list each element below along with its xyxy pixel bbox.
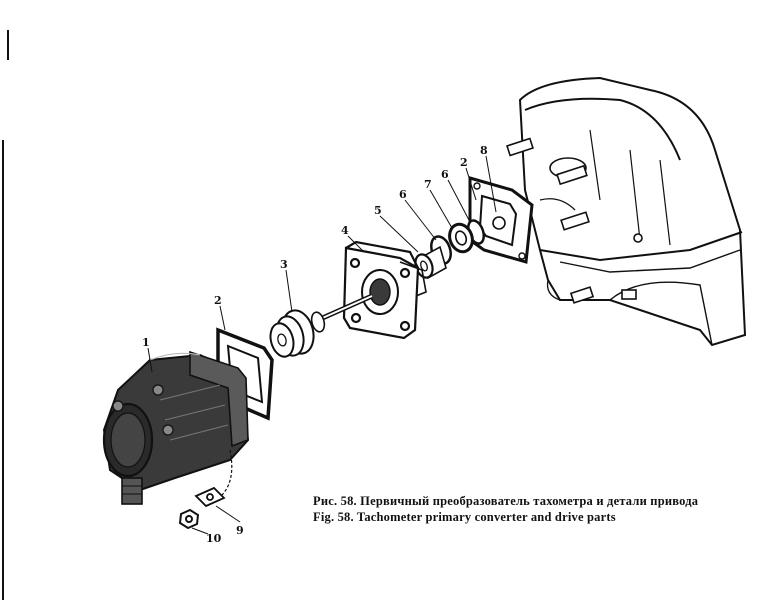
callout-6-left: 6 xyxy=(399,188,407,201)
gearbox-housing xyxy=(518,76,747,347)
gasket-upper xyxy=(468,176,534,264)
figure-caption-english: Fig. 58. Tachometer primary converter an… xyxy=(313,510,616,524)
callout-9: 9 xyxy=(236,524,244,537)
callout-2-lower: 2 xyxy=(214,294,222,307)
callout-6-right: 6 xyxy=(441,168,449,181)
callout-7: 7 xyxy=(424,178,432,191)
hex-nut xyxy=(178,508,209,535)
callout-8: 8 xyxy=(480,144,488,157)
tachometer-converter xyxy=(102,350,250,505)
callout-4: 4 xyxy=(341,224,349,237)
callout-1: 1 xyxy=(142,336,150,349)
figure-caption-russian: Рис. 58. Первичный преобразователь тахом… xyxy=(313,494,699,508)
callout-5: 5 xyxy=(374,204,382,217)
housing-studs xyxy=(506,137,643,304)
callout-numbers: 1 2 3 4 5 6 7 6 2 8 9 10 xyxy=(142,144,488,545)
callout-10: 10 xyxy=(206,532,222,545)
callout-3: 3 xyxy=(280,258,288,271)
lock-washer xyxy=(194,449,241,523)
callout-2-upper: 2 xyxy=(460,156,468,169)
drive-coupling xyxy=(269,293,374,358)
leader-lines xyxy=(147,155,497,373)
adapter-flange xyxy=(342,240,427,340)
page-edge-marks xyxy=(2,30,9,600)
bearing-and-seals xyxy=(414,219,486,280)
